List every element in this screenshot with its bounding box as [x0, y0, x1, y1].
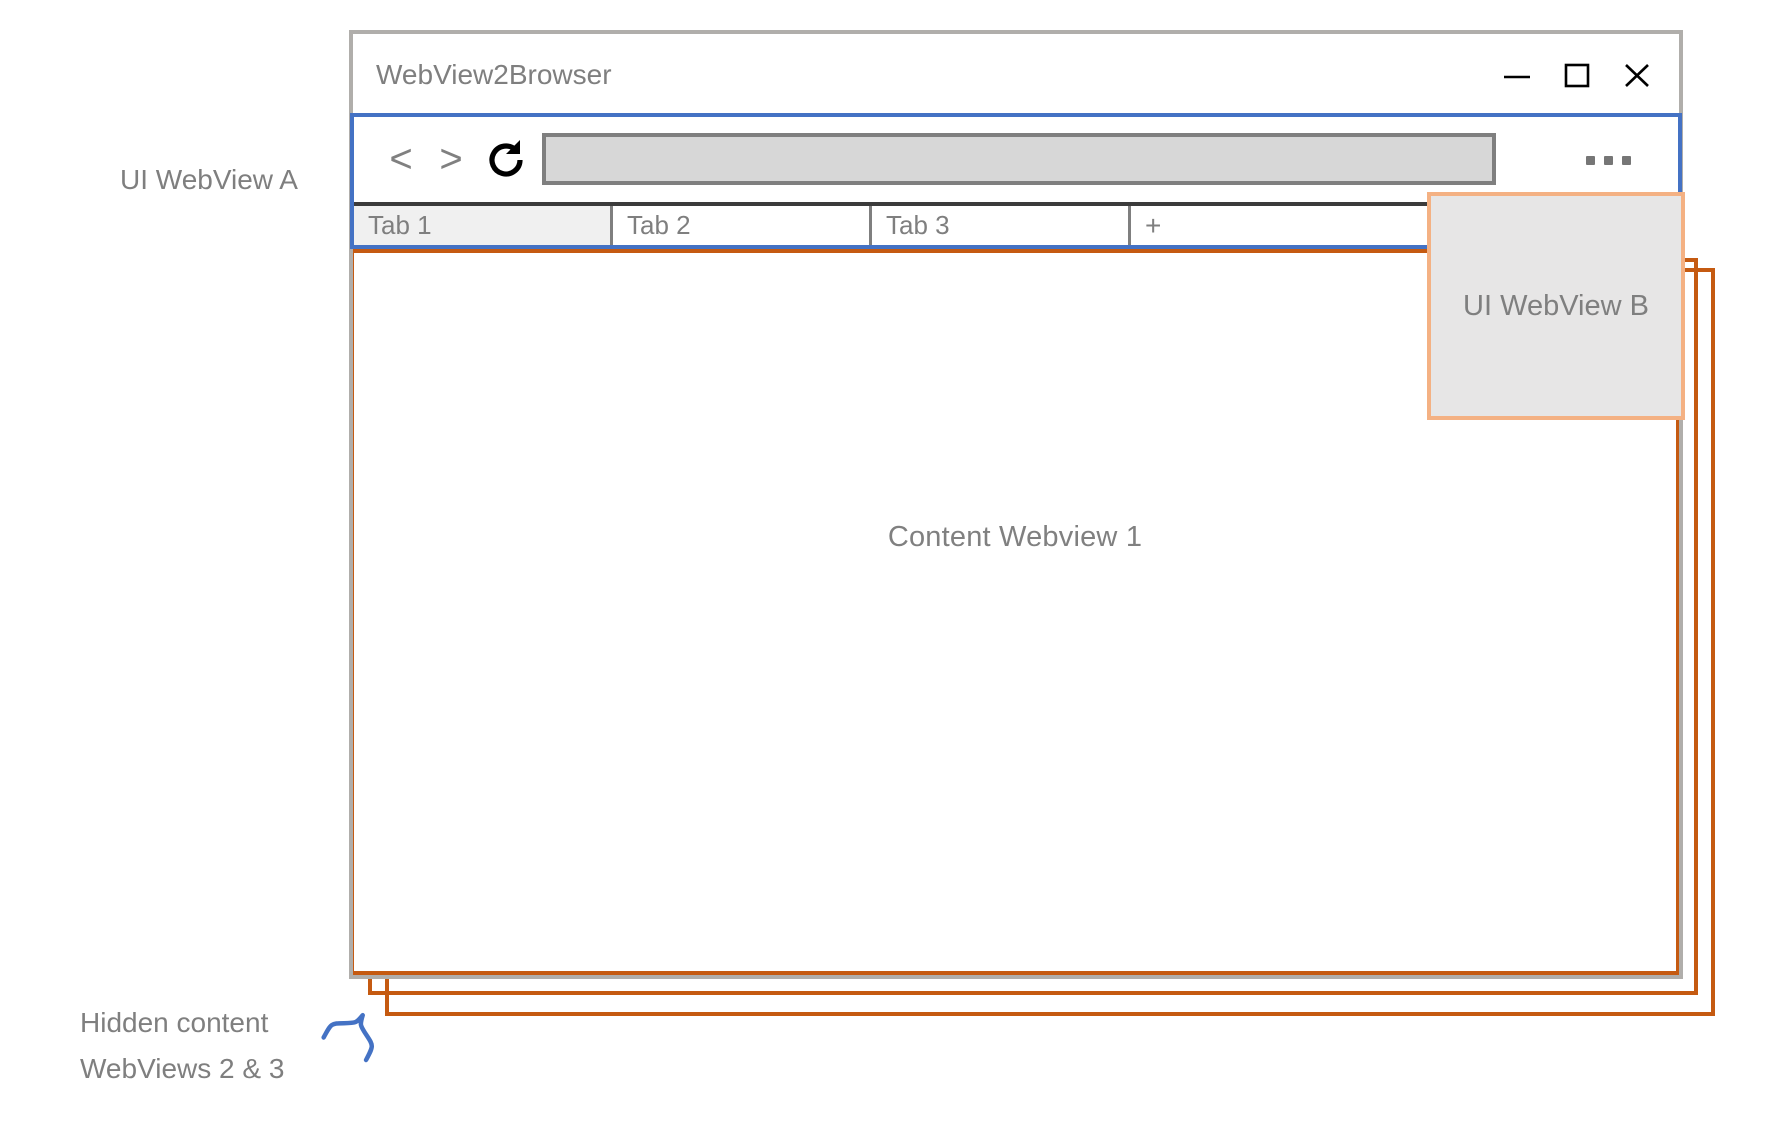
- reload-icon: [489, 140, 523, 177]
- close-icon: [1625, 64, 1649, 87]
- ui-webview-b[interactable]: UI WebView B: [1427, 192, 1685, 420]
- tab-item-2[interactable]: Tab 2: [613, 206, 872, 245]
- tab-item-1[interactable]: Tab 1: [354, 206, 613, 245]
- content-webview-1-label: Content Webview 1: [887, 521, 1143, 553]
- minimize-button[interactable]: [1498, 56, 1536, 94]
- annotation-hidden-content: Hidden content WebViews 2 & 3: [80, 1007, 285, 1084]
- ellipsis-dot: [1622, 156, 1631, 165]
- close-button[interactable]: [1618, 56, 1656, 94]
- tab-label: Tab 1: [368, 210, 432, 240]
- reload-button[interactable]: [482, 136, 530, 184]
- tab-label: Tab 3: [886, 210, 950, 240]
- window-title: WebView2Browser: [376, 59, 612, 90]
- title-bar: WebView2Browser: [353, 34, 1679, 114]
- curly-brace-icon: [321, 1012, 374, 1063]
- ellipsis-dot: [1586, 156, 1595, 165]
- browser-toolbar: < >: [354, 117, 1678, 202]
- back-button[interactable]: <: [389, 137, 413, 181]
- ellipsis-dot: [1604, 156, 1613, 165]
- ui-webview-b-label: UI WebView B: [1463, 289, 1649, 322]
- minimize-icon: [1504, 75, 1530, 79]
- new-tab-button[interactable]: +: [1131, 206, 1431, 245]
- maximize-icon: [1564, 63, 1590, 88]
- maximize-button[interactable]: [1558, 56, 1596, 94]
- forward-button[interactable]: >: [439, 137, 463, 181]
- address-bar[interactable]: [542, 133, 1496, 185]
- ellipsis-icon[interactable]: [1584, 147, 1638, 173]
- annotation-ui-webview-a: UI WebView A: [120, 164, 298, 195]
- tab-label: Tab 2: [627, 210, 691, 240]
- ui-webview-a: < > Tab 1 Tab 2 Tab 3 +: [350, 113, 1682, 249]
- new-tab-label: +: [1145, 209, 1162, 241]
- tab-item-3[interactable]: Tab 3: [872, 206, 1131, 245]
